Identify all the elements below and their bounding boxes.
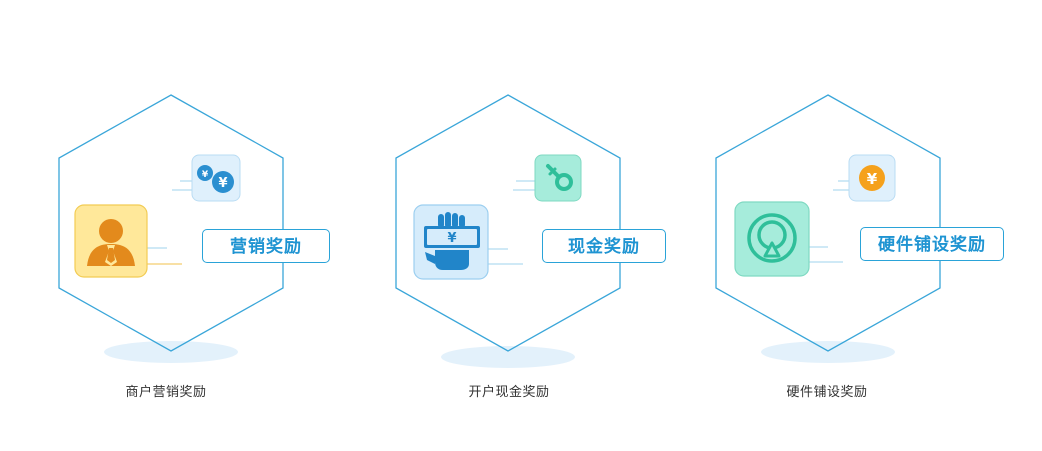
connector-lines xyxy=(488,180,535,265)
hexagon-outline xyxy=(58,94,284,352)
reward-title: 硬件铺设奖励 xyxy=(786,385,868,400)
hexagon-outline xyxy=(395,94,621,352)
reward-card-hardware-art: ¥ xyxy=(715,94,941,363)
hexagon-shadow xyxy=(761,341,895,363)
merchant-person-icon xyxy=(74,204,148,278)
svg-text:¥: ¥ xyxy=(202,170,209,180)
reward-card-cash-art: ¥ xyxy=(395,94,621,368)
reward-label: 硬件铺设奖励 xyxy=(860,227,1004,261)
reward-card-merchant-marketing-art: ¥ ¥ xyxy=(58,94,284,363)
svg-text:¥: ¥ xyxy=(447,231,456,246)
hand-holding-cash-icon: ¥ xyxy=(413,204,489,280)
svg-text:¥: ¥ xyxy=(867,170,878,188)
hexagon-shadow xyxy=(441,346,575,368)
reward-card-merchant-marketing: ¥ ¥ 营销奖励 商户营销奖励 xyxy=(27,0,330,451)
pos-terminal-icon xyxy=(734,201,810,277)
hexagon-shadow xyxy=(104,341,238,363)
yuan-coin-icon: ¥ xyxy=(848,154,896,202)
reward-label: 营销奖励 xyxy=(202,229,330,263)
hexagon-outline xyxy=(715,94,941,352)
reward-card-hardware: ¥ 硬件铺设奖励 硬件铺设奖励 xyxy=(683,0,1004,451)
reward-label: 现金奖励 xyxy=(542,229,666,263)
svg-text:¥: ¥ xyxy=(218,176,227,191)
reward-card-cash: ¥ 现金奖励 开户现金奖励 xyxy=(363,0,666,451)
connector-lines xyxy=(808,180,850,263)
yuan-coins-icon: ¥ ¥ xyxy=(191,154,241,202)
key-icon xyxy=(534,154,582,202)
reward-title: 商户营销奖励 xyxy=(125,385,207,400)
connector-lines xyxy=(147,180,195,265)
reward-title: 开户现金奖励 xyxy=(468,385,550,400)
